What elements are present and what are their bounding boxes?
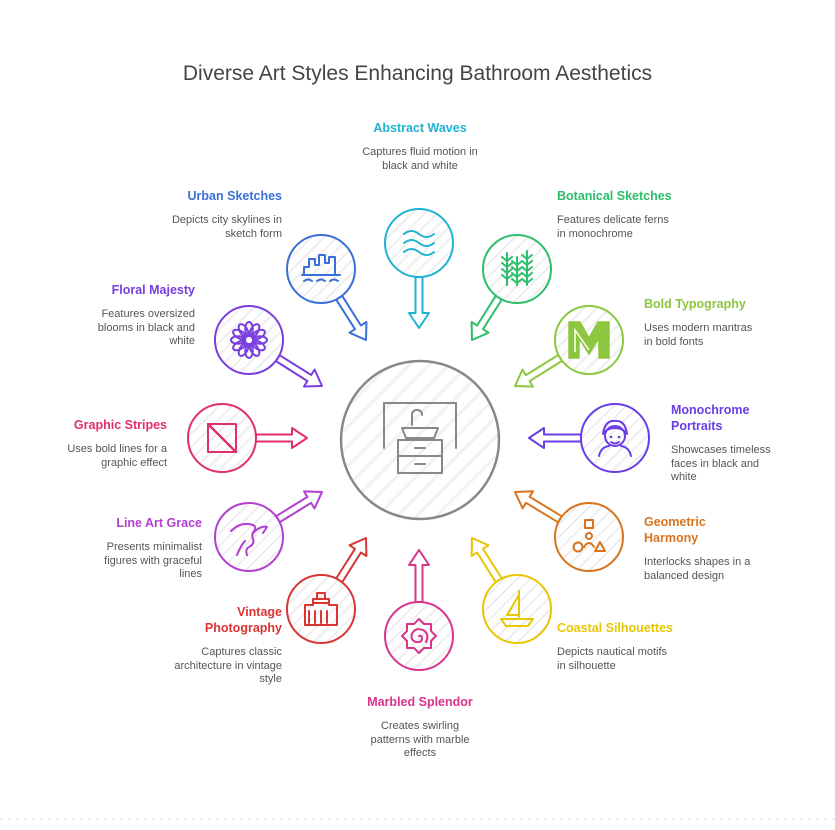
page-title: Diverse Art Styles Enhancing Bathroom Ae… [182,62,653,85]
fern-icon [501,250,533,286]
label-marbled-splendor: Marbled Splendor Creates swirling patter… [330,694,510,761]
node-urban-sketches [286,234,356,304]
node-bold-typography [554,305,624,375]
arrow-abstract-waves [408,276,430,329]
label-title: Botanical Sketches [557,189,672,203]
node-graphic-stripes [187,403,257,473]
arrow-bold-typography [514,354,563,388]
node-coastal-silhouettes [482,574,552,644]
arrow-coastal-silhouettes [470,537,503,584]
label-graphic-stripes: Graphic Stripes Uses bold lines for a gr… [45,417,167,470]
label-monochrome-portraits: Monochrome Portraits Showcases timeless … [671,402,781,485]
label-coastal-silhouettes: Coastal Silhouettes Depicts nautical mot… [557,620,697,673]
arrow-urban-sketches [335,294,368,341]
label-desc: Presents minimalist figures with gracefu… [104,541,202,580]
arrow-graphic-stripes [255,427,308,449]
portrait-icon [598,419,632,457]
sailboat-icon [500,590,534,627]
label-floral-majesty: Floral Majesty Features oversized blooms… [70,282,195,349]
center-node [339,359,501,521]
label-title: Urban Sketches [187,189,282,203]
arrow-monochrome-portraits [528,427,582,449]
label-urban-sketches: Urban Sketches Depicts city skylines in … [150,188,282,241]
building-icon [304,592,338,626]
swirl-icon [401,618,437,654]
label-title: Geometric Harmony [644,515,706,545]
arrow-geometric-harmony [514,490,563,524]
label-title: Monochrome Portraits [671,403,750,433]
label-vintage-photography: Vintage Photography Captures classic arc… [155,604,282,687]
label-bold-typography: Bold Typography Uses modern mantras in b… [644,296,774,349]
node-botanical-sketches [482,234,552,304]
label-desc: Captures fluid motion in black and white [362,146,478,172]
label-desc: Depicts nautical motifs in silhouette [557,646,668,672]
arrow-floral-majesty [274,354,323,388]
label-botanical-sketches: Botanical Sketches Features delicate fer… [557,188,687,241]
line-face-icon [230,522,268,556]
letter-m-icon [568,321,610,359]
bathroom-vanity-icon [383,402,457,474]
node-circle [214,305,284,375]
label-title: Vintage Photography [204,605,282,635]
node-marbled-splendor [384,601,454,671]
node-line-art-grace [214,502,284,572]
label-title: Coastal Silhouettes [557,621,673,635]
node-circle [214,502,284,572]
label-title: Bold Typography [644,297,746,311]
label-line-art-grace: Line Art Grace Presents minimalist figur… [80,515,202,582]
label-title: Line Art Grace [116,516,202,530]
skyline-icon [301,254,341,282]
label-desc: Uses modern mantras in bold fonts [644,322,753,348]
label-desc: Interlocks shapes in a balanced design [644,556,751,582]
node-circle [482,574,552,644]
label-geometric-harmony: Geometric Harmony Interlocks shapes in a… [644,514,769,583]
label-desc: Features oversized blooms in black and w… [97,308,195,347]
label-desc: Creates swirling patterns with marble ef… [370,720,470,759]
label-title: Graphic Stripes [73,418,167,432]
label-desc: Uses bold lines for a graphic effect [67,443,167,469]
label-title: Abstract Waves [373,121,467,135]
arrow-vintage-photography [335,537,368,584]
label-title: Floral Majesty [111,283,195,297]
stripes-icon [207,423,237,453]
node-vintage-photography [286,574,356,644]
node-geometric-harmony [554,502,624,572]
node-circle [580,403,650,473]
arrow-marbled-splendor [408,549,430,603]
label-desc: Captures classic architecture in vintage… [174,646,282,685]
arrow-line-art-grace [275,490,323,524]
node-monochrome-portraits [580,403,650,473]
flower-icon [230,321,268,359]
label-desc: Features delicate ferns in monochrome [557,214,669,240]
node-circle [554,502,624,572]
node-circle [286,574,356,644]
shapes-icon [572,519,606,553]
label-desc: Showcases timeless faces in black and wh… [671,444,771,483]
label-abstract-waves: Abstract Waves Captures fluid motion in … [330,120,510,173]
node-abstract-waves [384,208,454,278]
node-circle [286,234,356,304]
label-title: Marbled Splendor [367,695,473,709]
arrow-botanical-sketches [470,294,503,341]
waves-icon [403,230,435,256]
node-floral-majesty [214,305,284,375]
label-desc: Depicts city skylines in sketch form [171,214,282,240]
